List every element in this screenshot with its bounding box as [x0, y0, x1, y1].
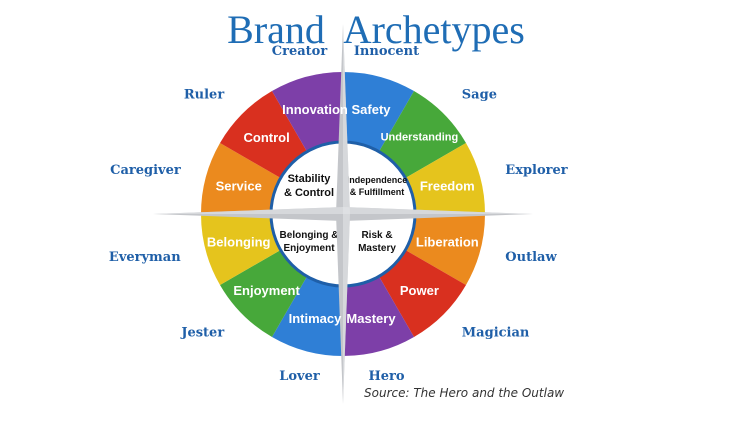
trait-labels: SafetyUnderstandingFreedomLiberationPowe…: [207, 102, 479, 326]
trait-label-belonging: Belonging: [207, 235, 271, 250]
compass-horizontal-highlight: [153, 207, 533, 214]
archetype-label-lover: Lover: [279, 369, 320, 384]
archetype-label-innocent: Innocent: [354, 44, 419, 59]
archetype-label-jester: Jester: [180, 325, 224, 340]
quadrant-label-3-line-1: Belonging &: [280, 230, 339, 241]
trait-label-mastery: Mastery: [346, 311, 396, 326]
trait-label-service: Service: [216, 179, 262, 194]
trait-label-innovation: Innovation: [282, 102, 348, 117]
archetype-label-explorer: Explorer: [505, 163, 567, 178]
trait-label-understanding: Understanding: [381, 132, 459, 144]
archetype-label-caregiver: Caregiver: [110, 163, 181, 178]
quadrant-label-4-line-2: Mastery: [358, 243, 396, 254]
quadrant-label-1-line-1: Stability: [288, 173, 332, 185]
trait-label-control: Control: [243, 130, 289, 145]
trait-label-freedom: Freedom: [420, 179, 475, 194]
quadrant-label-4-line-1: Risk &: [361, 230, 392, 241]
page-title: Brand Archetypes: [227, 7, 525, 52]
archetype-label-outlaw: Outlaw: [505, 250, 557, 265]
archetype-label-sage: Sage: [462, 88, 497, 103]
archetype-label-creator: Creator: [272, 44, 328, 59]
quadrant-label-2-line-1: Independence: [347, 175, 408, 185]
archetype-label-ruler: Ruler: [184, 88, 224, 103]
archetype-label-magician: Magician: [462, 325, 530, 340]
source-caption: Source: The Hero and the Outlaw: [364, 386, 565, 400]
archetype-label-hero: Hero: [368, 369, 404, 384]
compass-star: [153, 24, 533, 404]
trait-label-power: Power: [400, 283, 439, 298]
trait-label-intimacy: Intimacy: [289, 311, 343, 326]
quadrant-label-1-line-2: & Control: [284, 187, 334, 199]
trait-label-safety: Safety: [351, 102, 391, 117]
quadrant-label-3-line-2: Enjoyment: [283, 243, 335, 254]
quadrant-labels: Stability & Control Independence & Fulfillm…: [280, 173, 408, 254]
archetype-label-everyman: Everyman: [109, 250, 181, 265]
trait-label-enjoyment: Enjoyment: [233, 283, 300, 298]
trait-label-liberation: Liberation: [416, 235, 479, 250]
quadrant-label-2-line-2: & Fulfillment: [350, 187, 405, 197]
